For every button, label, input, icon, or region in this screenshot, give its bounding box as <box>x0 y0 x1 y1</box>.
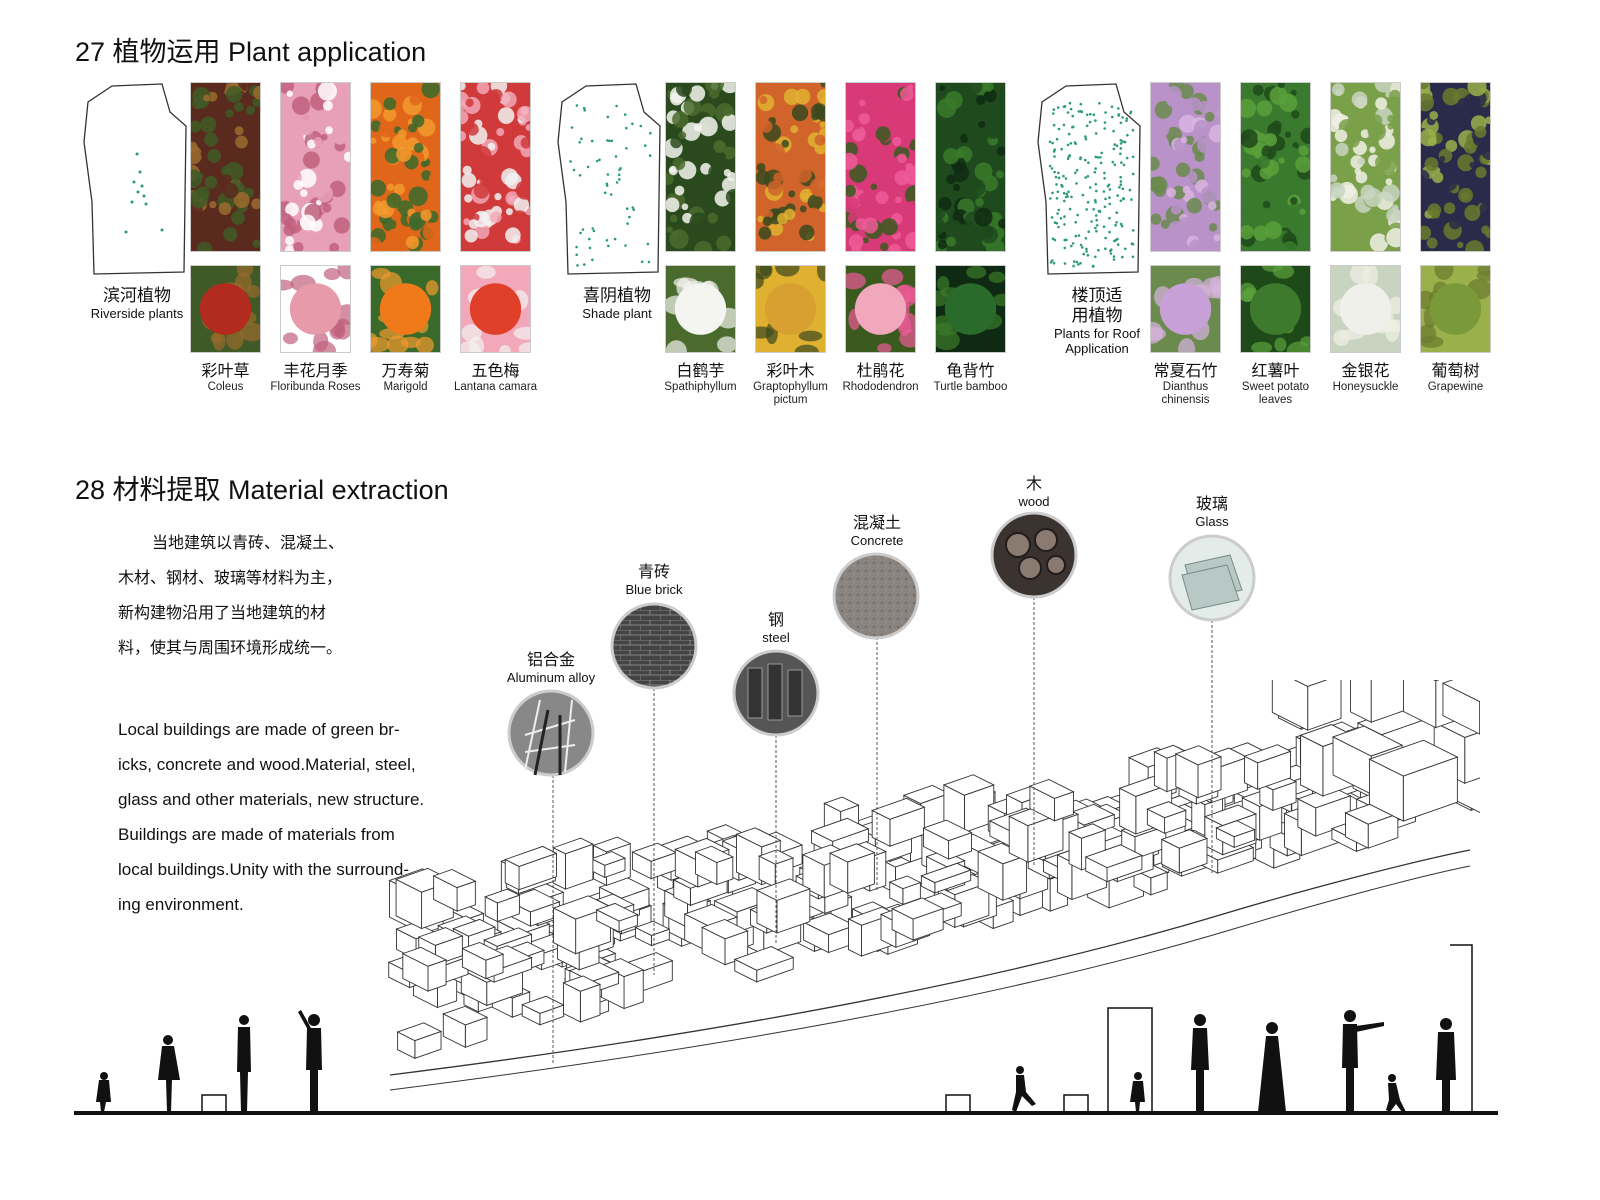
glass-panes-icon <box>1168 534 1256 622</box>
plant-closeup-0-3 <box>460 265 531 353</box>
plant-closeup-2-3 <box>1420 265 1491 353</box>
plant-photo-1-0 <box>665 82 736 252</box>
plant-closeup-0-1 <box>280 265 351 353</box>
roof-site-map <box>1037 83 1141 275</box>
plant-closeup-1-0 <box>665 265 736 353</box>
plant-photo-2-2 <box>1330 82 1401 252</box>
plant-photo-0-2 <box>370 82 441 252</box>
plant-photo-2-0 <box>1150 82 1221 252</box>
axonometric-village-drawing <box>387 680 1480 1091</box>
shade-site-map <box>557 83 661 275</box>
plant-closeup-1-1 <box>755 265 826 353</box>
plant-closeup-0-2 <box>370 265 441 353</box>
plant-photo-0-0 <box>190 82 261 252</box>
section-title-plant-application: 27 植物运用 Plant application <box>75 37 427 67</box>
plant-photo-1-3 <box>935 82 1006 252</box>
brick-wall-icon <box>610 602 698 690</box>
group-label-roof: 楼顶适用植物 Plants for Roof Application <box>1054 286 1140 356</box>
plant-closeup-2-0 <box>1150 265 1221 353</box>
steel-beams-icon <box>732 649 820 737</box>
people-silhouettes <box>96 1010 1456 1112</box>
plant-closeup-0-0 <box>190 265 261 353</box>
material-description-en: Local buildings are made of green br- ic… <box>118 720 425 914</box>
plant-photo-1-1 <box>755 82 826 252</box>
plant-photo-2-1 <box>1240 82 1311 252</box>
aluminum-frame-icon <box>507 689 595 777</box>
plant-closeup-2-1 <box>1240 265 1311 353</box>
section-title-material-extraction: 28 材料提取 Material extraction <box>75 475 449 505</box>
material-description-cn: 当地建筑以青砖、混凝土、 木材、钢材、玻璃等材料为主， 新构建物沿用了当地建筑的… <box>118 535 345 657</box>
plant-photo-0-1 <box>280 82 351 252</box>
plant-closeup-1-3 <box>935 265 1006 353</box>
concrete-texture-icon <box>832 552 920 640</box>
plant-photo-1-2 <box>845 82 916 252</box>
plant-photo-0-3 <box>460 82 531 252</box>
plant-photo-2-3 <box>1420 82 1491 252</box>
ground-figures <box>74 944 1498 1115</box>
plant-closeup-1-2 <box>845 265 916 353</box>
plant-closeup-2-2 <box>1330 265 1401 353</box>
riverside-site-map <box>83 83 187 275</box>
wood-logs-icon <box>990 511 1078 599</box>
